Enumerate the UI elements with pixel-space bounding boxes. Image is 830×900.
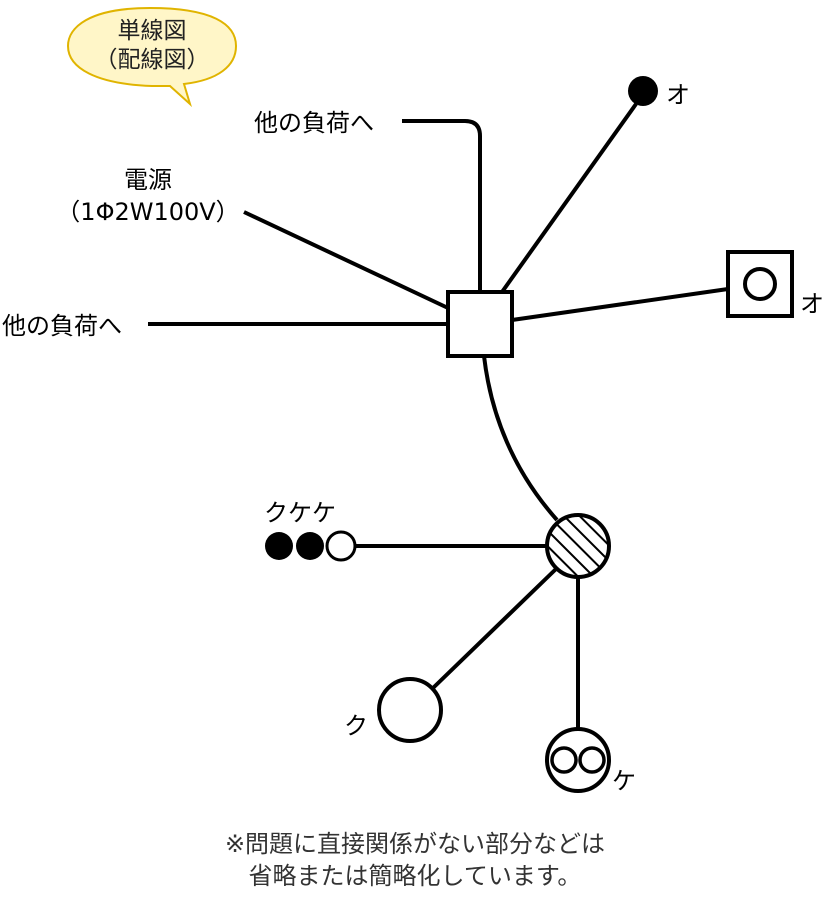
label-source-line2: （1Φ2W100V） [56, 198, 239, 226]
label-other-load-left: 他の負荷へ [2, 312, 122, 340]
lamp-o-right-symbol [726, 250, 794, 318]
lamp-o-top-symbol [628, 76, 658, 106]
wire-other-load-top [402, 119, 482, 292]
wire-lamp-ku [431, 566, 559, 690]
wires [148, 102, 729, 730]
callout-line1: 単線図 [118, 18, 187, 44]
wire-power-source [243, 210, 449, 310]
wire-lamp-o-right [511, 287, 729, 322]
hatched-outlet-symbol [545, 513, 611, 579]
note-line1: ※問題に直接関係がない部分などは [225, 830, 605, 858]
wire-lamp-o-top [500, 102, 638, 294]
label-lamp-o-right: オ [800, 290, 824, 318]
label-lamp-ku: ク [344, 712, 368, 740]
switch-ku-dot [265, 532, 293, 560]
callout-line2: （配線図） [95, 47, 210, 73]
wire-box-to-outlet [482, 355, 559, 522]
switch-group-symbols [265, 530, 357, 562]
note-line2: 省略または簡略化しています。 [249, 862, 582, 890]
label-lamp-o-top: オ [666, 81, 690, 109]
callout-bubble: 単線図 （配線図） [66, 6, 238, 108]
switch-ke2-dot [325, 530, 357, 562]
label-lamp-ke: ケ [612, 767, 636, 795]
lamp-ke-symbol [545, 727, 611, 793]
junction-box [446, 290, 514, 358]
lamp-ku-symbol [377, 677, 443, 743]
switch-ke1-dot [296, 532, 324, 560]
label-other-load-top: 他の負荷へ [254, 109, 374, 137]
label-source-line1: 電源 [124, 166, 172, 194]
label-switch-group: クケケ [264, 499, 336, 527]
